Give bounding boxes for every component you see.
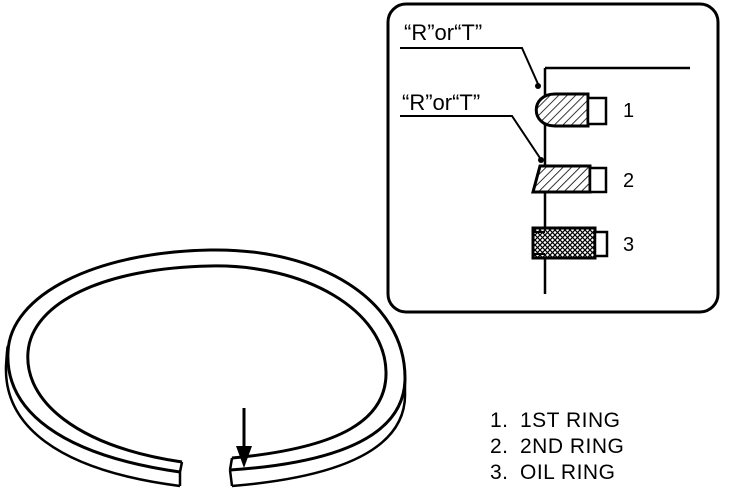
ring-number-1: 1 (623, 100, 634, 122)
legend-item-1st-ring: 1. 1ST RING (490, 408, 624, 434)
legend-item-oil-ring: 3. OIL RING (490, 460, 624, 486)
callout-label-top: “R”or“T” (404, 20, 482, 45)
callout-label-mid: “R”or“T” (402, 90, 480, 115)
callout-leader-lines (400, 47, 541, 159)
ring-2-section (531, 157, 608, 194)
legend-number: 2. (490, 435, 509, 458)
ring-mark-arrow (236, 408, 252, 468)
ring-number-3: 3 (623, 234, 634, 256)
legend-number: 1. (490, 409, 509, 432)
legend-number: 3. (490, 461, 509, 484)
ring-legend: 1. 1ST RING 2. 2ND RING 3. OIL RING (490, 408, 624, 486)
detail-inset-frame (386, 2, 720, 314)
legend-text: OIL RING (520, 461, 616, 484)
ring-number-2: 2 (623, 170, 634, 192)
legend-text: 2ND RING (520, 435, 625, 458)
ring-3-section (531, 226, 609, 260)
piston-ring (4, 248, 407, 488)
ring-1-section (534, 83, 608, 128)
legend-text: 1ST RING (520, 409, 621, 432)
legend-item-2nd-ring: 2. 2ND RING (490, 434, 624, 460)
